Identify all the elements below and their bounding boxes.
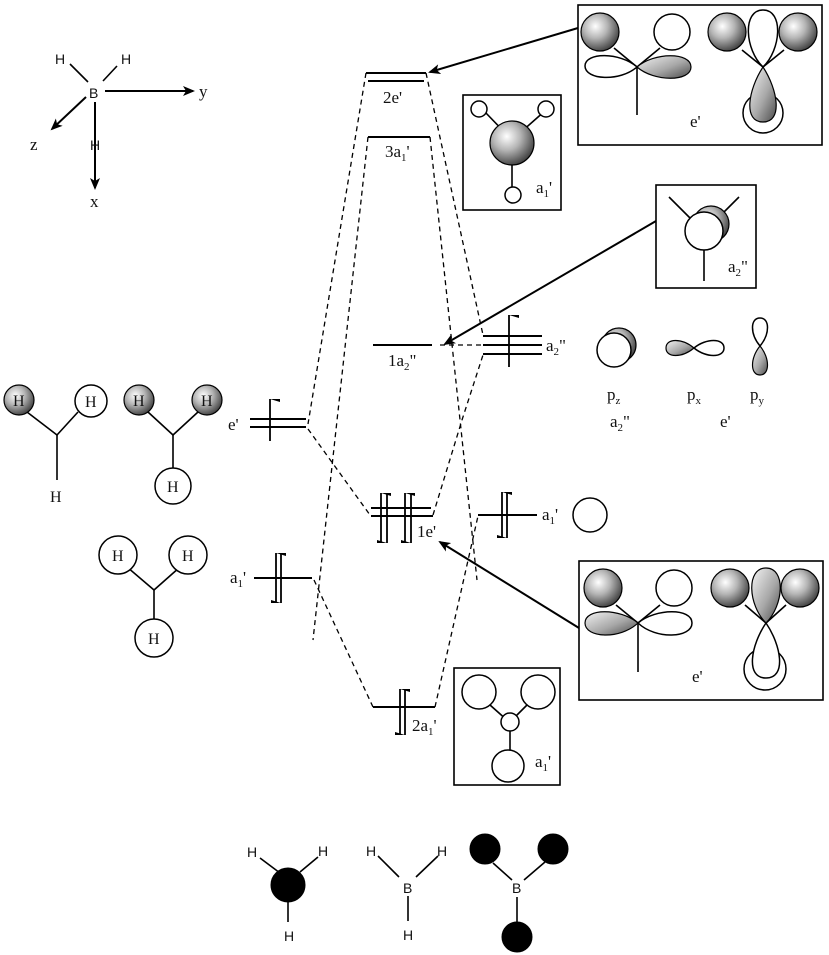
x-axis-label: x xyxy=(90,192,99,211)
corr-3a1-right xyxy=(429,136,478,581)
orbital-box-1e-prime: e' xyxy=(578,560,824,701)
boron-px-orbital: px xyxy=(665,339,725,407)
z-axis-arrow xyxy=(50,96,87,131)
svg-text:H: H xyxy=(50,489,62,506)
h3-salc-a1-prime: H H H xyxy=(98,535,208,658)
svg-text:py: py xyxy=(750,385,765,407)
axis-h-left: H xyxy=(55,51,65,67)
label-1e-prime: 1e' xyxy=(417,522,436,541)
pointer-arrow-2e-prime xyxy=(428,27,579,74)
coordinate-axes: H H B y z H x xyxy=(30,51,208,211)
svg-text:H: H xyxy=(182,548,194,565)
orbital-box-3a1-prime: a1' xyxy=(462,94,562,211)
pointer-arrow-1e-prime xyxy=(438,540,580,629)
h3-level-e-prime: e' xyxy=(228,399,306,441)
p-group-symmetry-label: e' xyxy=(720,412,731,431)
boron-level-a1-prime: a1' xyxy=(478,492,608,538)
corr-2e-left xyxy=(307,72,367,425)
label-2a1-prime: 2a1' xyxy=(412,716,437,738)
svg-text:H: H xyxy=(167,479,179,496)
boron-level-a2-dprime: a2" xyxy=(483,315,566,367)
bottom-h3-blob: H H H xyxy=(247,843,328,944)
corr-3a1-left xyxy=(312,136,369,641)
svg-text:px: px xyxy=(687,385,702,407)
svg-text:H: H xyxy=(112,548,124,565)
boron-s-orbital xyxy=(572,497,608,533)
svg-text:B: B xyxy=(512,880,521,896)
axis-boron: B xyxy=(89,85,98,101)
label-h3-a1-prime: a1' xyxy=(230,568,246,590)
h3-level-a1-prime: a1' xyxy=(230,553,312,603)
label-h3-e-prime: e' xyxy=(228,415,239,434)
mo-level-2a1-prime: 2a1' xyxy=(373,689,437,738)
bh-bond-left xyxy=(69,63,89,83)
bottom-bh3-lobes: B xyxy=(469,833,569,953)
svg-text:H: H xyxy=(403,927,413,943)
label-boron-a2-dprime: a2" xyxy=(546,336,566,358)
mo-level-1e-prime: 1e' xyxy=(371,493,436,543)
box-label-1a2-dprime: a2" xyxy=(728,257,748,279)
orbital-box-2a1-prime: a1' xyxy=(453,667,561,786)
corr-2a1-left xyxy=(313,579,374,708)
mo-level-1a2-dprime: 1a2" xyxy=(373,344,432,373)
box-label-3a1-prime: a1' xyxy=(536,178,552,200)
svg-text:H: H xyxy=(201,393,213,410)
svg-text:H: H xyxy=(148,631,160,648)
box-label-1e-prime: e' xyxy=(692,667,703,686)
z-axis-label: z xyxy=(30,135,38,154)
orbital-box-2e-prime: e' xyxy=(577,4,823,146)
h3-salc-e-prime-2: H H H xyxy=(123,384,223,505)
axis-h-right: H xyxy=(121,51,131,67)
box-label-2e-prime: e' xyxy=(690,112,701,131)
boron-py-orbital: py xyxy=(750,317,769,407)
corr-2a1-right xyxy=(434,515,479,708)
corr-1e-right xyxy=(432,354,484,516)
svg-text:H: H xyxy=(247,844,257,860)
correlation-lines xyxy=(307,72,484,708)
svg-text:pz: pz xyxy=(607,385,621,407)
bh-bond-right xyxy=(102,65,118,82)
svg-text:B: B xyxy=(403,880,412,896)
mo-level-3a1-prime: 3a1' xyxy=(368,136,430,164)
svg-text:a2": a2" xyxy=(610,412,630,434)
label-3a1-prime: 3a1' xyxy=(385,142,410,164)
boron-pz-orbital: pz a2" xyxy=(596,327,637,434)
h3-salc-e-prime-1: H H H xyxy=(3,384,108,506)
box-label-2a1-prime: a1' xyxy=(535,752,551,774)
svg-text:H: H xyxy=(437,843,447,859)
label-2e-prime: 2e' xyxy=(383,88,402,107)
bottom-bh3-skeleton: H H B H xyxy=(366,843,447,943)
svg-text:H: H xyxy=(13,393,25,410)
pointer-arrow-1a2-dprime xyxy=(443,220,657,346)
label-1a2-dprime: 1a2" xyxy=(388,351,417,373)
svg-text:H: H xyxy=(366,843,376,859)
svg-text:H: H xyxy=(85,394,97,411)
axis-h-bottom: H xyxy=(90,137,100,153)
svg-text:H: H xyxy=(133,393,145,410)
svg-text:H: H xyxy=(284,928,294,944)
svg-text:H: H xyxy=(318,843,328,859)
y-axis-label: y xyxy=(199,82,208,101)
mo-level-2e-prime: 2e' xyxy=(366,72,426,107)
label-boron-a1-prime: a1' xyxy=(542,505,558,527)
corr-1e-left xyxy=(307,428,371,516)
orbital-box-1a2-dprime: a2" xyxy=(655,184,757,289)
